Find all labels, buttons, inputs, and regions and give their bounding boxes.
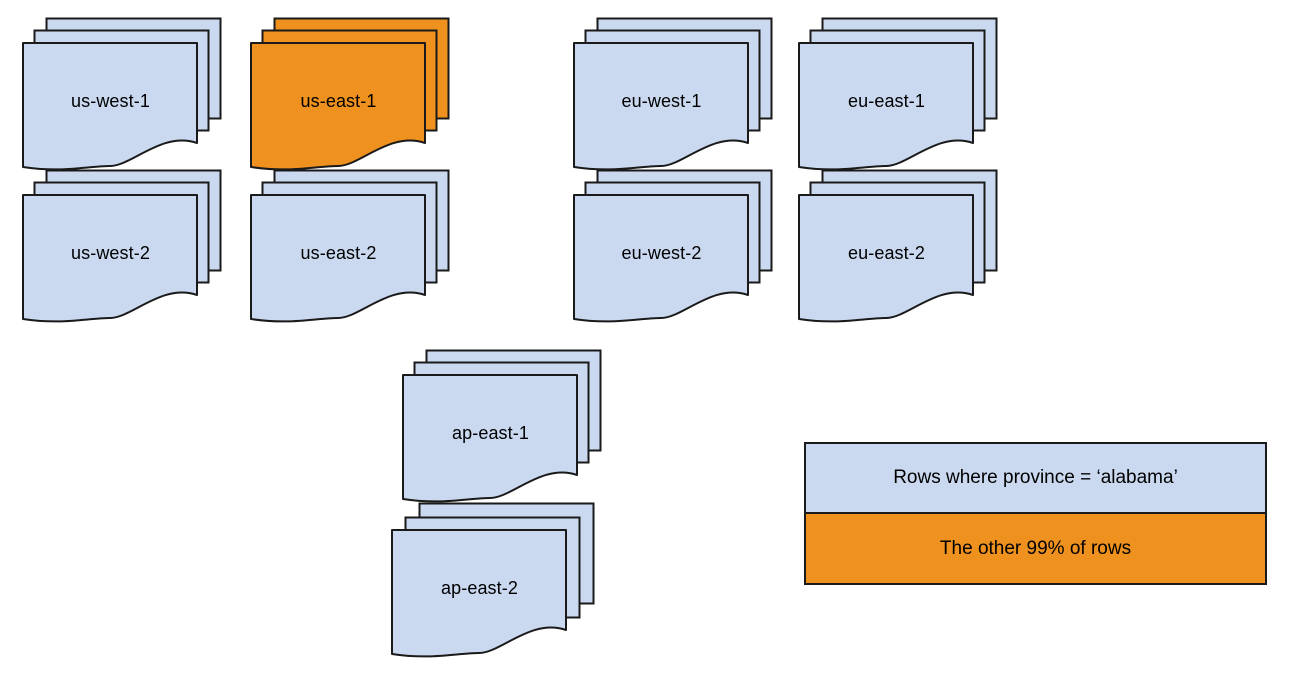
legend: Rows where province = ‘alabama’ The othe… bbox=[804, 442, 1267, 585]
eu-east-1-shape bbox=[798, 17, 998, 171]
doc-stack-eu-east-1[interactable]: eu-east-1 bbox=[798, 17, 1013, 178]
doc-stack-eu-west-2[interactable]: eu-west-2 bbox=[573, 169, 788, 330]
legend-label-blue: Rows where province = ‘alabama’ bbox=[893, 467, 1178, 488]
doc-stack-ap-east-1[interactable]: ap-east-1 bbox=[402, 349, 617, 510]
eu-west-2-shape bbox=[573, 169, 773, 323]
legend-row-blue: Rows where province = ‘alabama’ bbox=[806, 444, 1265, 514]
doc-stack-ap-east-2[interactable]: ap-east-2 bbox=[391, 502, 606, 663]
doc-stack-us-west-1[interactable]: us-west-1 bbox=[22, 17, 237, 178]
eu-west-1-shape bbox=[573, 17, 773, 171]
doc-stack-us-east-1[interactable]: us-east-1 bbox=[250, 17, 465, 178]
us-east-1-shape bbox=[250, 17, 450, 171]
doc-stack-us-west-2[interactable]: us-west-2 bbox=[22, 169, 237, 330]
doc-stack-eu-east-2[interactable]: eu-east-2 bbox=[798, 169, 1013, 330]
doc-stack-eu-west-1[interactable]: eu-west-1 bbox=[573, 17, 788, 178]
us-west-1-shape bbox=[22, 17, 222, 171]
doc-stack-us-east-2[interactable]: us-east-2 bbox=[250, 169, 465, 330]
eu-east-2-shape bbox=[798, 169, 998, 323]
ap-east-1-shape bbox=[402, 349, 602, 503]
legend-label-orange: The other 99% of rows bbox=[939, 537, 1132, 559]
ap-east-2-shape bbox=[391, 502, 595, 658]
legend-row-orange: The other 99% of rows bbox=[806, 514, 1265, 583]
us-west-2-shape bbox=[22, 169, 222, 323]
us-east-2-shape bbox=[250, 169, 450, 323]
